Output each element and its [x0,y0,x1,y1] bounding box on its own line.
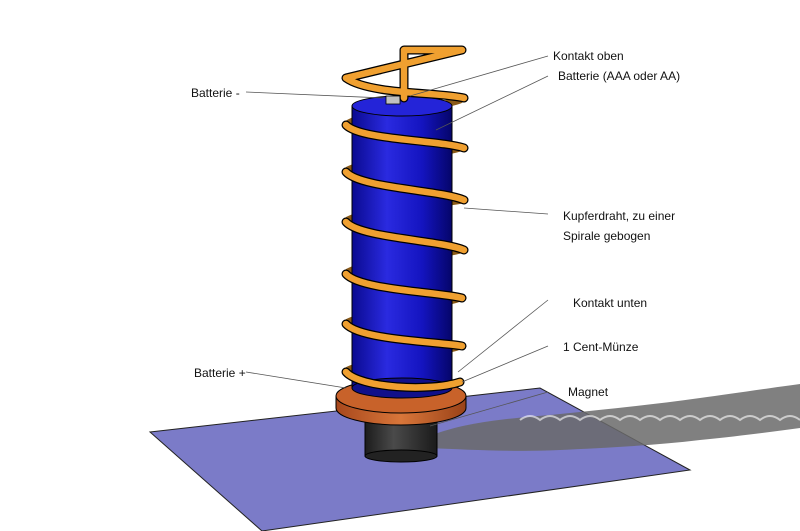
label-kupferdraht-2: Spirale gebogen [563,229,651,243]
leader-lines [245,55,549,427]
label-magnet: Magnet [568,385,609,399]
label-kontakt-oben: Kontakt oben [553,49,624,63]
label-batterie-minus: Batterie - [191,86,240,100]
top-contact-copper [342,46,468,102]
label-kupferdraht-1: Kupferdraht, zu einer [563,209,676,223]
shadow-edge [519,415,800,422]
label-batterie-plus: Batterie + [194,366,246,380]
copper-wire-front [341,120,469,392]
label-batterie-typ: Batterie (AAA oder AA) [558,69,681,83]
label-cent-muenze: 1 Cent-Münze [563,340,639,354]
label-kontakt-unten: Kontakt unten [573,296,648,310]
